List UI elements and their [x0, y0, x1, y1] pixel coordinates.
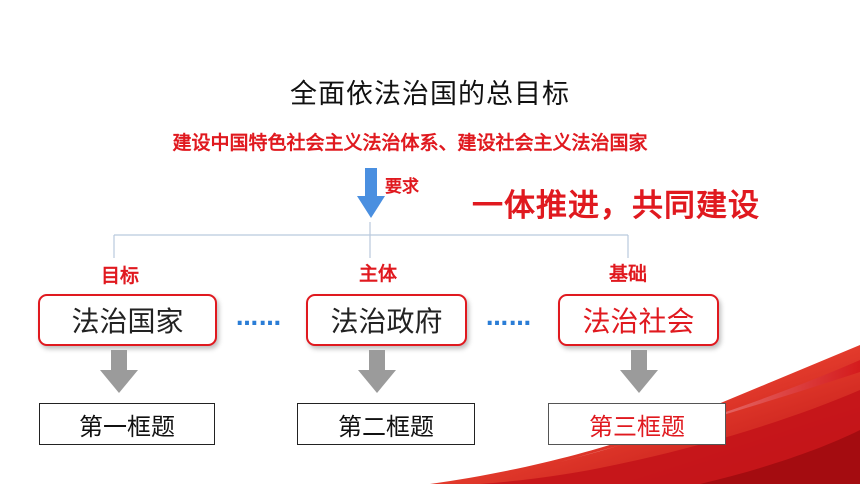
- down-arrow-icon: [357, 168, 385, 218]
- diagram-title: 全面依法治国的总目标: [290, 79, 570, 110]
- category-label-subject: 主体: [358, 263, 397, 285]
- gray-arrow-icon-3: [620, 350, 658, 393]
- separator-dots-1: ……: [236, 306, 282, 331]
- category-label-goal: 目标: [100, 265, 139, 287]
- box-rule-of-law-government: 法治政府: [306, 294, 467, 346]
- gray-arrow-icon-2: [358, 350, 396, 393]
- requirement-label: 要求: [385, 177, 419, 197]
- lesson-box-2: 第二框题: [297, 403, 475, 445]
- connector-lines: [113, 222, 629, 258]
- lesson-box-3: 第三框题: [548, 403, 726, 445]
- box-rule-of-law-society: 法治社会: [558, 294, 719, 346]
- gray-arrow-icon-1: [100, 350, 138, 393]
- goal-statement: 建设中国特色社会主义法治体系、建设社会主义法治国家: [172, 132, 648, 154]
- box-rule-of-law-country: 法治国家: [38, 294, 217, 346]
- separator-dots-2: ……: [486, 306, 532, 331]
- slogan-text: 一体推进，共同建设: [472, 188, 760, 224]
- lesson-box-1: 第一框题: [39, 403, 215, 445]
- category-label-foundation: 基础: [608, 263, 647, 285]
